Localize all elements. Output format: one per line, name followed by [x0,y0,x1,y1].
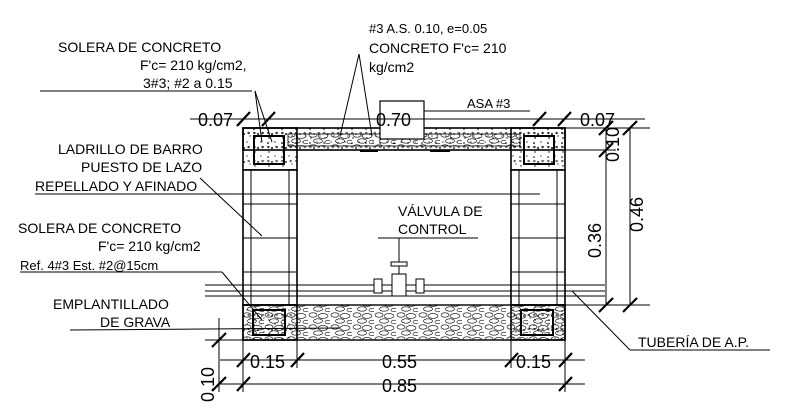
slab-label-3: kg/cm2 [369,59,414,75]
pipe-assembly [205,238,605,297]
rebar-top-right [523,135,555,165]
asa-handle [379,100,425,140]
dim-right-top: 0.10 [603,127,623,162]
dim-bottom-left: 0.15 [250,352,285,372]
valvula-label-1: VÁLVULA DE [398,203,483,219]
ladrillo-label-3: REPELLADO Y AFINADO [35,178,197,194]
dimension-lines [190,111,650,392]
solera-bottom-label-2: F'c= 210 kg/cm2 [98,238,201,254]
solera-bottom-label-3: Ref. 4#3 Est. #2@15cm [20,258,158,273]
rebar-bottom-left [252,309,286,336]
dim-top-right: 0.07 [580,110,615,130]
emplantillado-label-1: EMPLANTILLADO [53,296,169,312]
dimension-text: 0.07 0.70 0.07 0.15 0.55 0.15 0.85 0.10 … [198,110,647,402]
dim-bottom-center: 0.55 [382,352,417,372]
ladrillo-label-2: PUESTO DE LAZO [81,159,202,175]
dim-bottom-total: 0.85 [382,376,417,396]
valvula-label-2: CONTROL [398,221,467,237]
emplantillado-label-2: DE GRAVA [100,314,171,330]
dim-top-left: 0.07 [198,110,233,130]
rebar-top-left [253,135,285,165]
asa-label: ASA #3 [467,96,510,111]
text-labels: SOLERA DE CONCRETO F'c= 210 kg/cm2, 3#3;… [18,21,749,350]
solera-top-label-1: SOLERA DE CONCRETO [58,39,221,55]
dim-right-mid: 0.36 [585,223,605,258]
rebar-bottom-right [520,309,554,336]
solera-top-label-2: F'c= 210 kg/cm2, [140,57,247,73]
valve-icon [373,238,425,297]
dim-bottom-right: 0.15 [516,352,551,372]
leader-lines [20,53,770,351]
dim-top-center: 0.70 [376,110,411,130]
dim-right-full: 0.46 [627,197,647,232]
slab-label-1: #3 A.S. 0.10, e=0.05 [369,21,487,36]
solera-top-label-3: 3#3; #2 a 0.15 [143,75,233,91]
tuberia-label: TUBERÍA DE A.P. [638,334,749,350]
dim-left-base: 0.10 [198,367,218,402]
solera-bottom-label-1: SOLERA DE CONCRETO [18,220,181,236]
ladrillo-label-1: LADRILLO DE BARRO [58,141,203,157]
box-structure [242,100,566,341]
slab-label-2: CONCRETO F'c= 210 [369,40,507,56]
